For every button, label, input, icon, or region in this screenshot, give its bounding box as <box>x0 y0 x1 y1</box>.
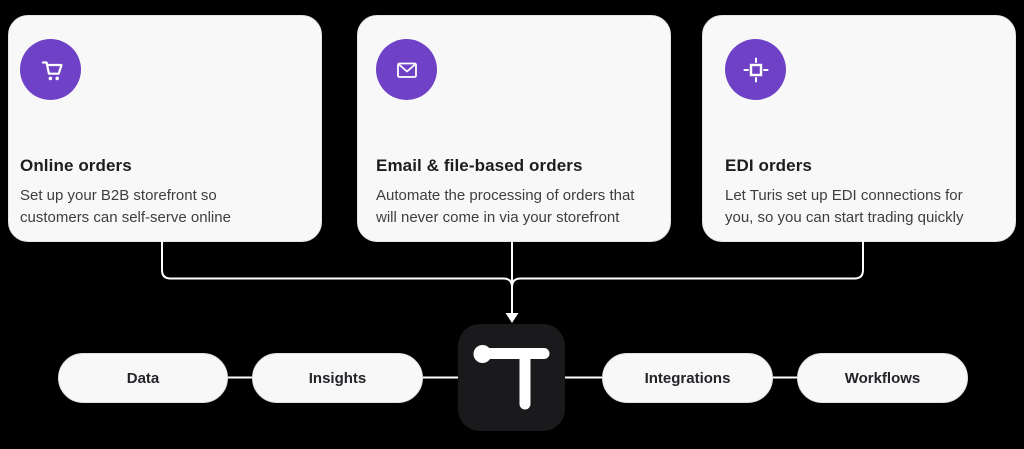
card-body: Set up your B2B storefront so customers … <box>20 187 231 226</box>
pill-label: Integrations <box>644 369 731 387</box>
card-online-orders: Online orders Set up your B2B storefront… <box>8 15 322 242</box>
node-pill-insights: Insights <box>252 353 423 403</box>
node-pill-data: Data <box>58 353 228 403</box>
node-pill-integrations: Integrations <box>602 353 773 403</box>
turis-logo-icon <box>473 345 550 410</box>
edi-chip-icon-circle <box>725 39 786 100</box>
envelope-icon <box>396 62 417 78</box>
card-edi-orders: EDI orders Let Turis set up EDI connecti… <box>702 15 1016 242</box>
pill-label: Insights <box>308 369 367 387</box>
card-body: Automate the processing of orders that w… <box>376 187 635 226</box>
card-body: Let Turis set up EDI connections for you… <box>725 187 964 226</box>
card-email-file-orders: Email & file-based orders Automate the p… <box>357 15 671 242</box>
arrow-down-icon <box>505 313 519 323</box>
envelope-icon-circle <box>376 39 437 100</box>
cart-icon-circle <box>20 39 81 100</box>
pill-label: Data <box>126 369 160 387</box>
pill-label: Workflows <box>844 369 921 387</box>
turis-logo-tile <box>458 324 565 431</box>
edi-chip-icon <box>743 57 768 82</box>
cart-icon <box>41 60 63 80</box>
card-title: Online orders <box>20 156 132 175</box>
node-pill-workflows: Workflows <box>797 353 968 403</box>
card-title: Email & file-based orders <box>376 156 583 175</box>
card-title: EDI orders <box>725 156 812 175</box>
